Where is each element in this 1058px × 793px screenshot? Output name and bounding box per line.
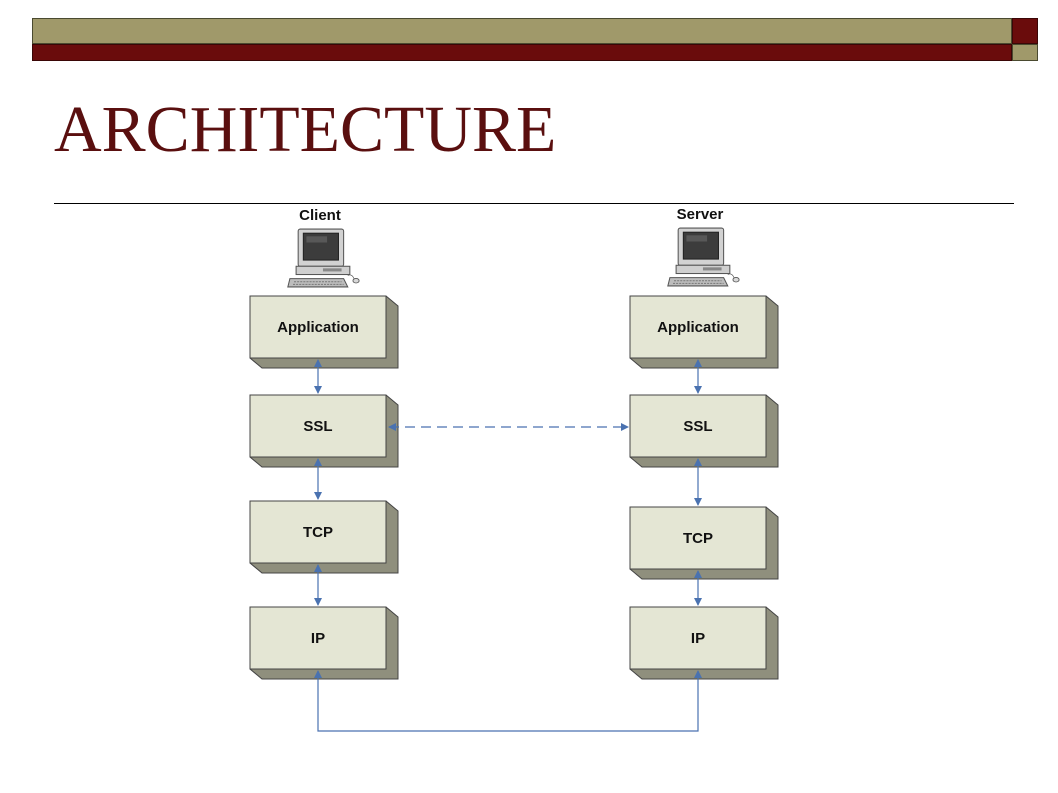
client-application-box: Application: [249, 295, 399, 369]
client-ssl-box: SSL: [249, 394, 399, 468]
server-ip-box: IP: [629, 606, 779, 680]
server-layer-label: IP: [691, 630, 705, 647]
server-computer-icon: [667, 227, 740, 287]
header-olive-bar: [32, 18, 1012, 44]
server-label: Server: [677, 206, 724, 223]
client-layer-label: IP: [311, 630, 325, 647]
title-underline: [54, 203, 1014, 204]
client-tcp-box: TCP: [249, 500, 399, 574]
client-ip-box: IP: [249, 606, 399, 680]
header-maroon-bar: [32, 44, 1012, 61]
client-label: Client: [299, 207, 341, 224]
server-ssl-box: SSL: [629, 394, 779, 468]
header-corner-olive-square: [1012, 44, 1038, 61]
slide-title: ARCHITECTURE: [54, 93, 557, 166]
server-tcp-box: TCP: [629, 506, 779, 580]
client-computer-icon: [287, 228, 360, 288]
client-layer-label: Application: [277, 319, 359, 336]
ip-network-link: [314, 670, 702, 732]
server-layer-label: SSL: [683, 418, 712, 435]
client-layer-label: TCP: [303, 524, 333, 541]
server-application-box: Application: [629, 295, 779, 369]
client-layer-label: SSL: [303, 418, 332, 435]
server-layer-label: TCP: [683, 530, 713, 547]
header-corner-maroon-square: [1012, 18, 1038, 44]
server-layer-label: Application: [657, 319, 739, 336]
